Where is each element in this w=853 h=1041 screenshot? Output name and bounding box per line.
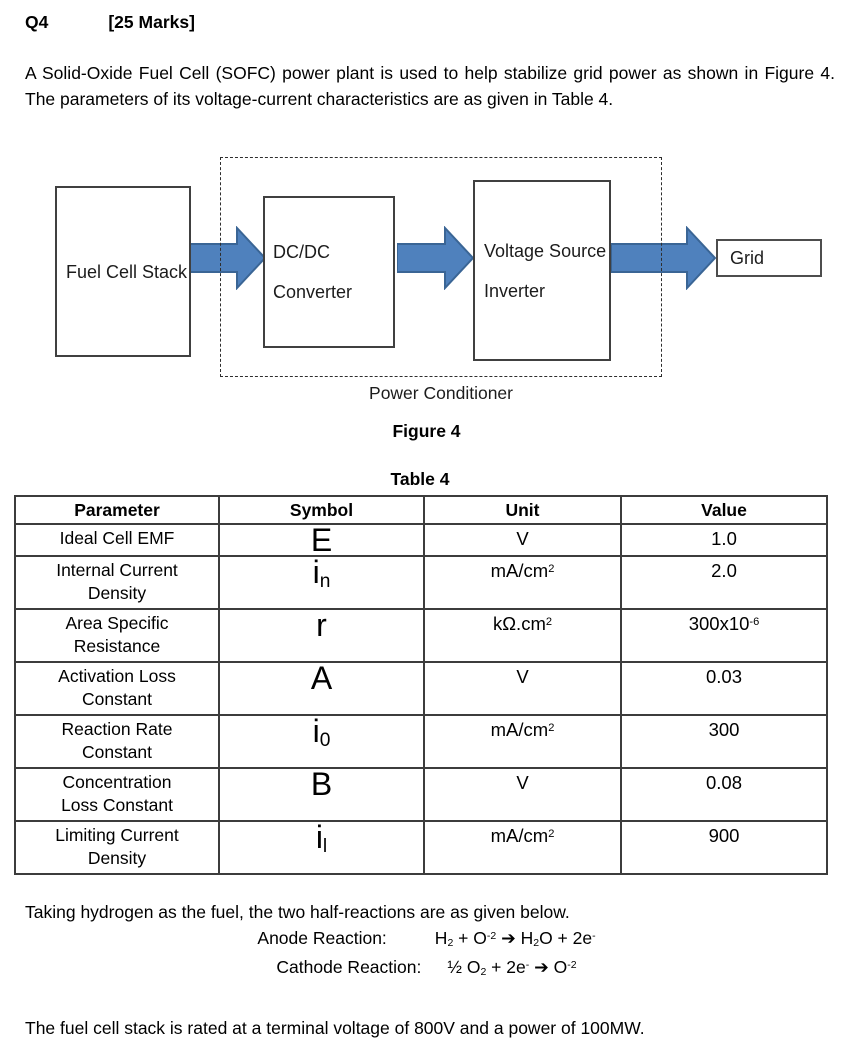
cathode-reaction-formula: ½ O2 + 2e- ➔ O-2	[447, 957, 577, 979]
flow-arrow-shape	[189, 226, 267, 290]
parameter-cell: Area Specific Resistance	[14, 608, 220, 663]
value-cell: 2.0	[620, 555, 828, 610]
flow-arrow-icon	[611, 226, 717, 290]
table-row: Ideal Cell EMF E V 1.0	[14, 523, 828, 557]
parameter-cell: Concentration Loss Constant	[14, 767, 220, 822]
unit-cell: mA/cm2	[423, 555, 622, 610]
table-row: Concentration Loss Constant B V 0.08	[14, 767, 828, 822]
power-conditioner-boundary	[220, 157, 662, 377]
value-cell: 0.08	[620, 767, 828, 822]
symbol-cell: in	[218, 555, 425, 610]
column-header-symbol: Symbol	[218, 495, 425, 525]
unit-cell: V	[423, 767, 622, 822]
symbol-cell: E	[218, 523, 425, 557]
dcdc-converter-block: DC/DC Converter	[263, 196, 395, 348]
parameter-cell: Ideal Cell EMF	[14, 523, 220, 557]
parameter-cell: Reaction Rate Constant	[14, 714, 220, 769]
figure-caption: Figure 4	[392, 421, 461, 441]
table-row: Area Specific Resistance r kΩ.cm2 300x10…	[14, 608, 828, 663]
cathode-reaction-label: Cathode Reaction:	[276, 957, 422, 977]
unit-cell: kΩ.cm2	[423, 608, 622, 663]
parameter-cell: Limiting Current Density	[14, 820, 220, 875]
flow-arrow-icon	[189, 226, 267, 290]
fuel-cell-stack-block: Fuel Cell Stack	[55, 186, 191, 357]
unit-cell: mA/cm2	[423, 820, 622, 875]
question-heading: Q4 [25 Marks]	[25, 10, 853, 34]
table-caption: Table 4	[390, 469, 450, 489]
symbol-cell: r	[218, 608, 425, 663]
column-header-unit: Unit	[423, 495, 622, 525]
grid-block: Grid	[716, 239, 822, 277]
unit-cell: V	[423, 661, 622, 716]
symbol-cell: il	[218, 820, 425, 875]
value-cell: 1.0	[620, 523, 828, 557]
table-header-row: Parameter Symbol Unit Value	[14, 495, 828, 525]
symbol-cell: i0	[218, 714, 425, 769]
anode-reaction-label: Anode Reaction:	[257, 928, 387, 948]
flow-arrow-shape	[397, 226, 475, 290]
column-header-parameter: Parameter	[14, 495, 220, 525]
figure-4-diagram: Fuel Cell Stack DC/DC Converter Voltage …	[0, 147, 853, 447]
flow-arrow-shape	[611, 226, 717, 290]
anode-reaction-formula: H2 + O-2 ➔ H2O + 2e-	[434, 928, 596, 950]
question-label: Q4	[25, 12, 49, 32]
unit-cell: V	[423, 523, 622, 557]
power-conditioner-label: Power Conditioner	[369, 383, 513, 403]
marks-label: [25 Marks]	[108, 12, 195, 32]
reactions-intro: Taking hydrogen as the fuel, the two hal…	[25, 902, 570, 922]
symbol-cell: B	[218, 767, 425, 822]
parameter-cell: Activation Loss Constant	[14, 661, 220, 716]
intro-paragraph: A Solid-Oxide Fuel Cell (SOFC) power pla…	[25, 63, 835, 109]
parameter-cell: Internal Current Density	[14, 555, 220, 610]
table-row: Reaction Rate Constant i0 mA/cm2 300	[14, 714, 828, 769]
value-cell: 300x10-6	[620, 608, 828, 663]
unit-cell: mA/cm2	[423, 714, 622, 769]
cathode-reaction-line: Cathode Reaction: ½ O2 + 2e- ➔ O-2	[0, 954, 853, 983]
value-cell: 900	[620, 820, 828, 875]
value-cell: 0.03	[620, 661, 828, 716]
table-row: Activation Loss Constant A V 0.03	[14, 661, 828, 716]
column-header-value: Value	[620, 495, 828, 525]
value-cell: 300	[620, 714, 828, 769]
voltage-source-inverter-block: Voltage Source Inverter	[473, 180, 611, 361]
flow-arrow-icon	[397, 226, 475, 290]
rating-statement: The fuel cell stack is rated at a termin…	[25, 1018, 645, 1038]
parameters-table: Parameter Symbol Unit Value Ideal Cell E…	[14, 495, 828, 875]
anode-reaction-line: Anode Reaction: H2 + O-2 ➔ H2O + 2e-	[0, 925, 853, 954]
symbol-cell: A	[218, 661, 425, 716]
table-row: Internal Current Density in mA/cm2 2.0	[14, 555, 828, 610]
document-page: Q4 [25 Marks] A Solid-Oxide Fuel Cell (SO…	[0, 10, 853, 1038]
table-row: Limiting Current Density il mA/cm2 900	[14, 820, 828, 875]
